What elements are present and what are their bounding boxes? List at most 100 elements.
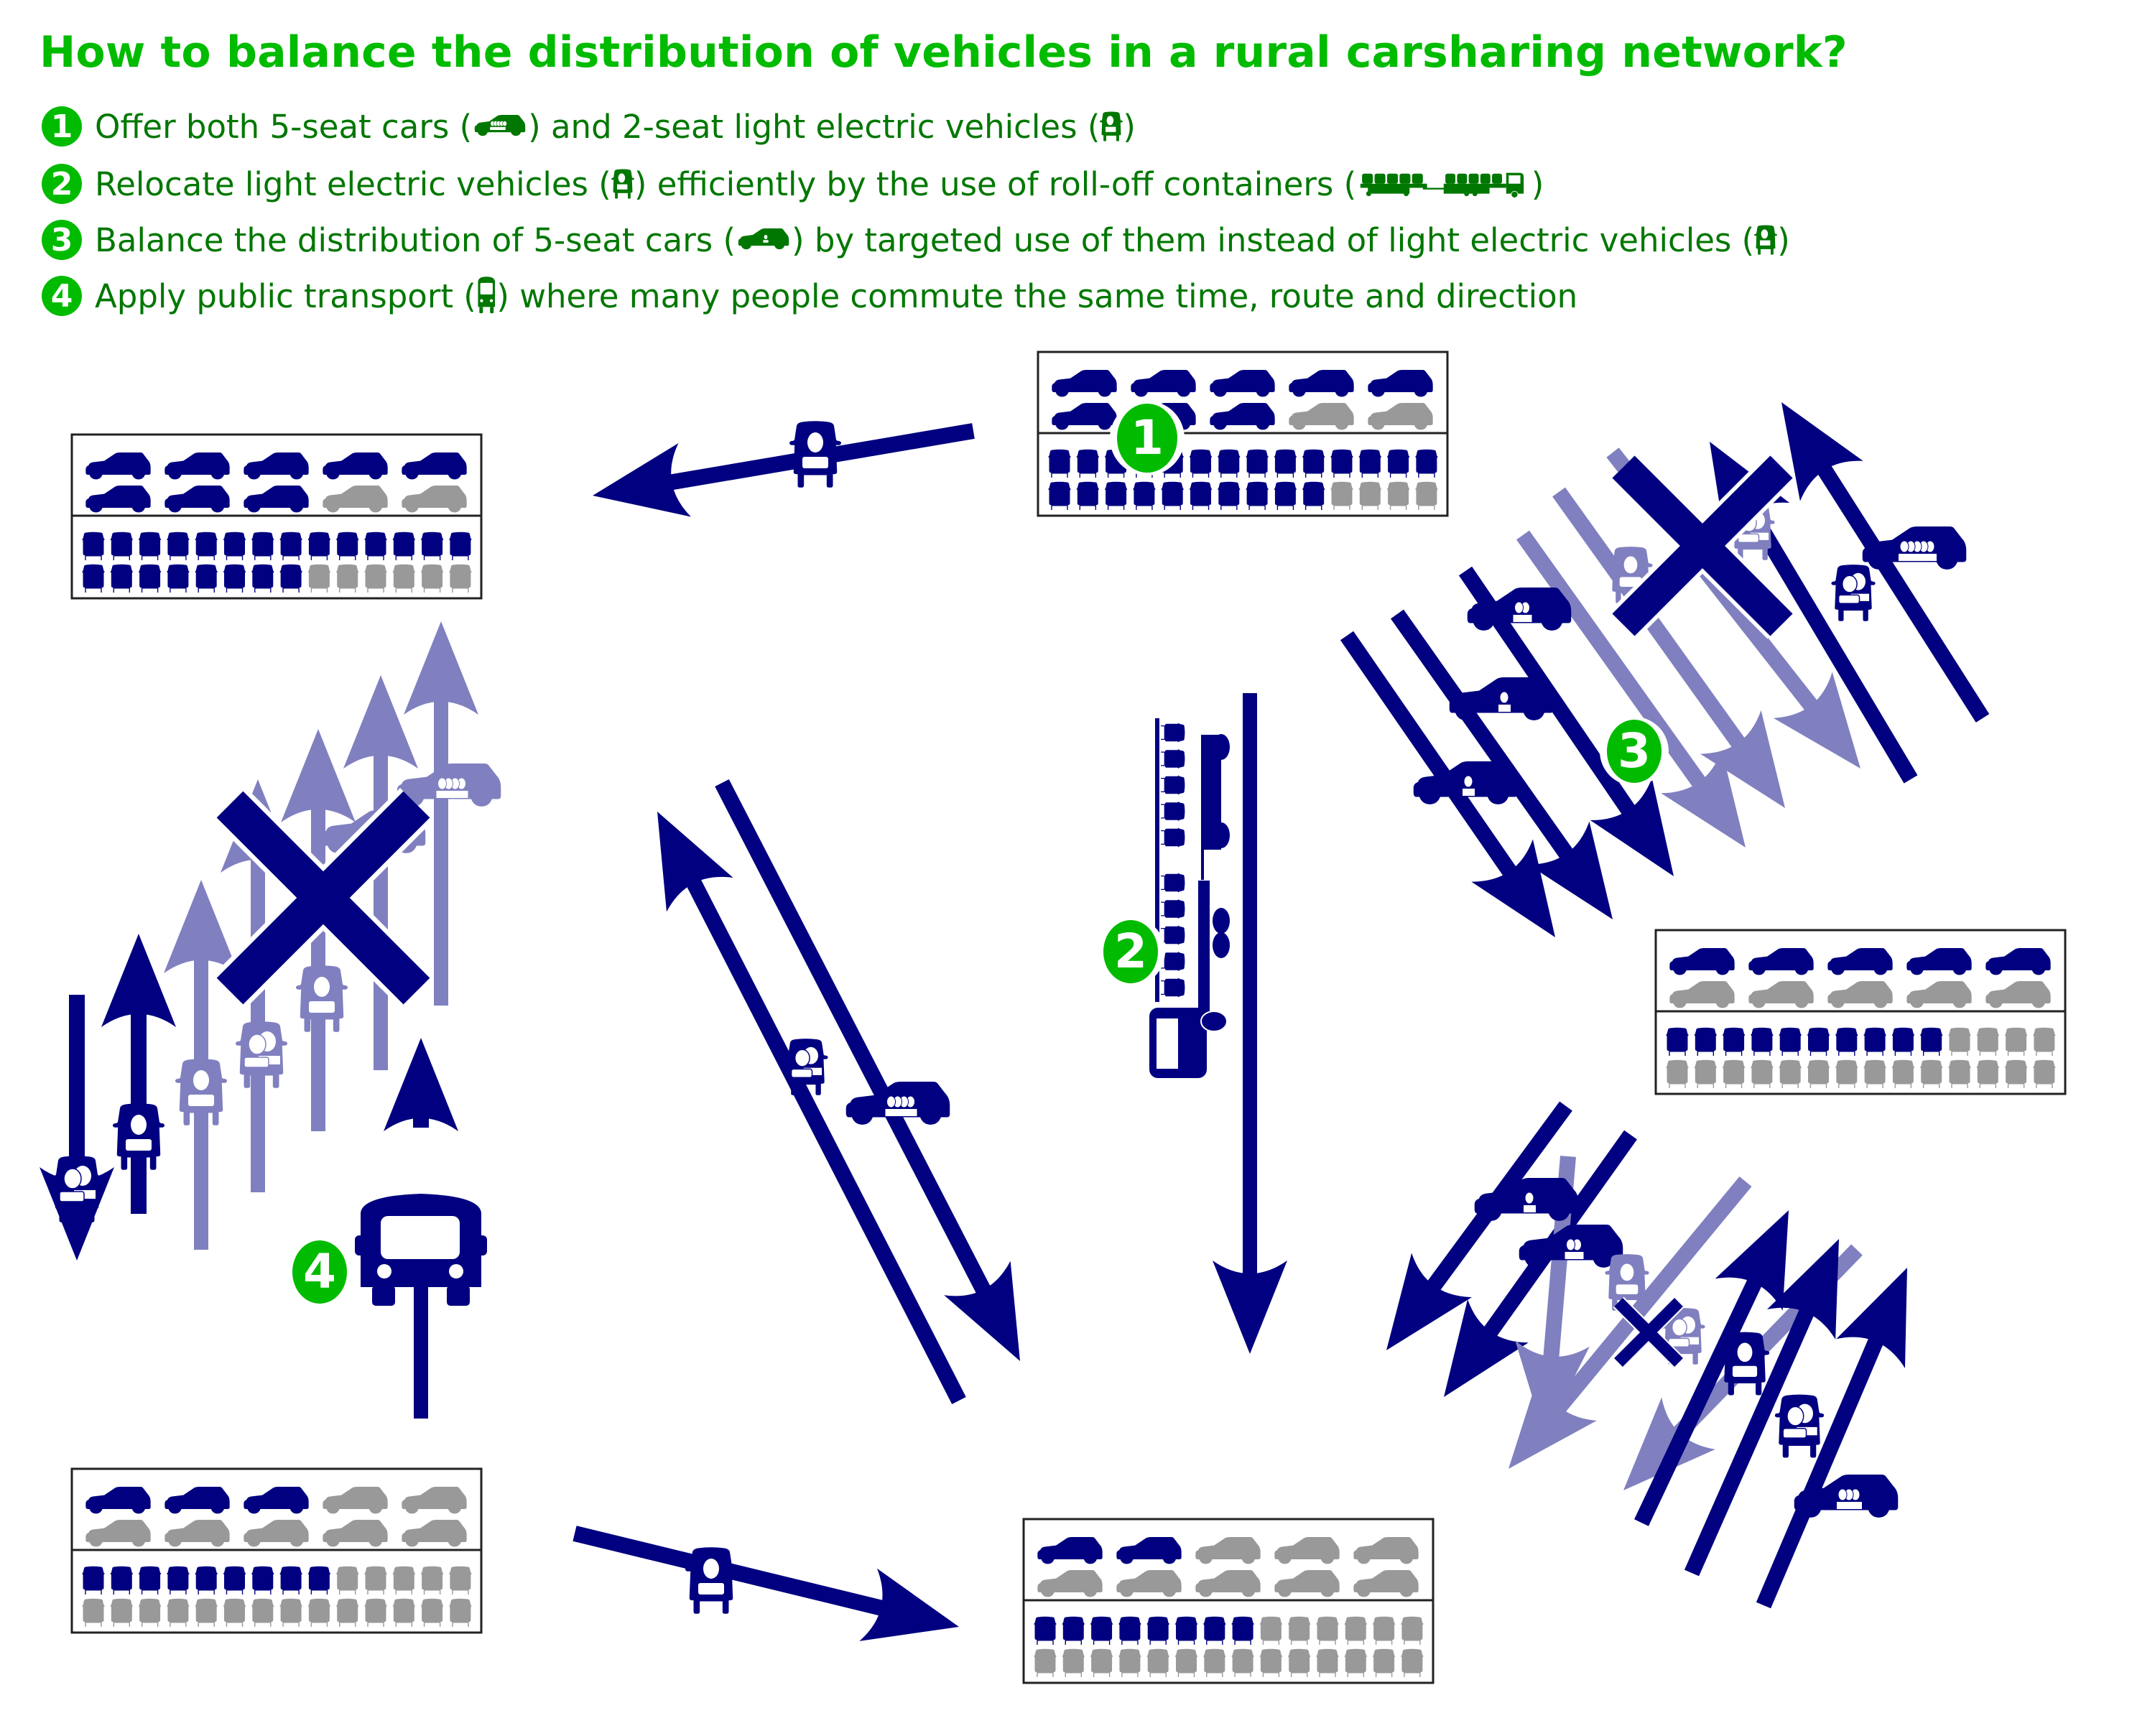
lev-slot-empty [110, 1598, 134, 1627]
arrow-suppressed [343, 675, 418, 1070]
lev-slot-empty [1751, 1059, 1774, 1088]
lev-parking-area [1022, 1599, 1435, 1684]
lev-parked [1302, 449, 1325, 478]
light-electric-vehicle-icon [611, 169, 634, 199]
lev-parking-area [1654, 1010, 2067, 1095]
step-text: Offer both 5-seat cars ( [95, 107, 473, 146]
car-four-people [845, 1082, 950, 1125]
lev-suppressed [1605, 1254, 1649, 1311]
lev-parked [1133, 481, 1156, 510]
lev-slot-empty [392, 1598, 416, 1627]
lev-slot-empty [364, 1598, 387, 1627]
lev-parked [138, 532, 162, 560]
bus-vehicle [355, 1194, 487, 1306]
step-badge-1: 1 [1110, 401, 1185, 475]
step-text: ) where many people commute the same tim… [496, 277, 1578, 315]
lev-parked [138, 1566, 162, 1595]
lev-slot-empty [167, 1598, 190, 1627]
lev-parked [1779, 1027, 1802, 1056]
lev-suppressed [175, 1059, 227, 1125]
lev-parked [1891, 1027, 1915, 1056]
lev-suppressed [236, 1021, 287, 1088]
lev-slot-empty [1372, 1616, 1396, 1645]
lev-slot-empty [2033, 1059, 2056, 1088]
lev-parked [1174, 1616, 1198, 1645]
stations-layer [70, 351, 2067, 1684]
lev-parked [1863, 1027, 1886, 1056]
lev-slot-empty [335, 1566, 359, 1595]
car-five-people [1862, 526, 1967, 570]
lev-slot-empty [1090, 1648, 1113, 1677]
lev-slot-empty [420, 1566, 444, 1595]
lev-parked [1274, 481, 1297, 510]
lev-parked [1415, 449, 1438, 478]
station-top-left [70, 433, 483, 600]
lev-parked [1118, 1616, 1141, 1645]
lev-parked [1386, 449, 1410, 478]
lev-slot-empty [1835, 1059, 1858, 1088]
lev-parked [195, 532, 218, 560]
lev-parked [1189, 481, 1213, 510]
lev-slot-empty [1330, 481, 1353, 510]
arrow-up-left [1781, 402, 1990, 723]
lev-slot-empty [1118, 1648, 1141, 1677]
lev-parked [167, 564, 190, 593]
step-number-badge: 4 [42, 276, 82, 316]
lev-parked [1722, 1027, 1746, 1056]
lev-slot-empty [1976, 1027, 2000, 1056]
lev-parked [1231, 1616, 1254, 1645]
lev-parked [1751, 1027, 1774, 1056]
lev-slot-empty [1202, 1648, 1226, 1677]
step-text: Balance the distribution of 5-seat cars … [95, 221, 736, 259]
lev-parking-area [70, 514, 483, 600]
car-one-person [1449, 677, 1554, 720]
lev-parked [195, 564, 218, 593]
lev-two-people [1774, 1394, 1825, 1458]
lev-slot-empty [1948, 1059, 1971, 1088]
roll-off-container-truck [1149, 718, 1230, 1078]
lev-slot-empty [1401, 1648, 1424, 1677]
lev-slot-empty [449, 1566, 472, 1595]
car-one-person [1413, 761, 1518, 804]
step-text: ) and 2-seat light electric vehicles ( [528, 107, 1100, 146]
lev-on-container [1161, 827, 1185, 848]
lev-parked [420, 532, 444, 560]
lev-parked [1246, 449, 1269, 478]
lev-slot-empty [1722, 1059, 1746, 1088]
lev-slot-empty [1358, 481, 1382, 510]
lev-parked [1161, 481, 1185, 510]
lev-parked [1076, 481, 1100, 510]
arrow-up-right [1684, 1239, 1839, 1577]
lev-parked [1666, 1027, 1689, 1056]
lev-slot-empty [279, 1598, 302, 1627]
lev-parked [307, 1566, 331, 1595]
car-three-people [1794, 1475, 1899, 1518]
lev-parked [1807, 1027, 1830, 1056]
lev-on-container [1161, 978, 1185, 998]
step-text: ) by targeted use of them instead of lig… [792, 221, 1755, 259]
car-one-person [1474, 1178, 1579, 1221]
lev-on-container [1161, 873, 1185, 893]
arrow-down-right [1391, 609, 1613, 919]
lev-parked [1302, 481, 1325, 510]
lev-slot-empty [1779, 1059, 1802, 1088]
lev-slot-empty [1807, 1059, 1830, 1088]
lev-on-container [1161, 723, 1185, 743]
lev-parked [82, 532, 105, 560]
lev-parked [1202, 1616, 1226, 1645]
lev-slot-empty [1666, 1059, 1689, 1088]
lev-parked [1104, 481, 1128, 510]
lev-parked [1048, 481, 1071, 510]
arrow-top-center-to-top-left [593, 423, 975, 517]
lev-parked [110, 564, 134, 593]
lev-slot-empty [138, 1598, 162, 1627]
lev-slot-empty [1344, 1648, 1368, 1677]
lev-slot-empty [1034, 1648, 1057, 1677]
station-right [1654, 929, 2067, 1095]
step-text: ) [1123, 107, 1136, 146]
lev-parked [223, 1566, 246, 1595]
step-text: Relocate light electric vehicles ( [95, 164, 611, 203]
lev-parked [279, 564, 302, 593]
